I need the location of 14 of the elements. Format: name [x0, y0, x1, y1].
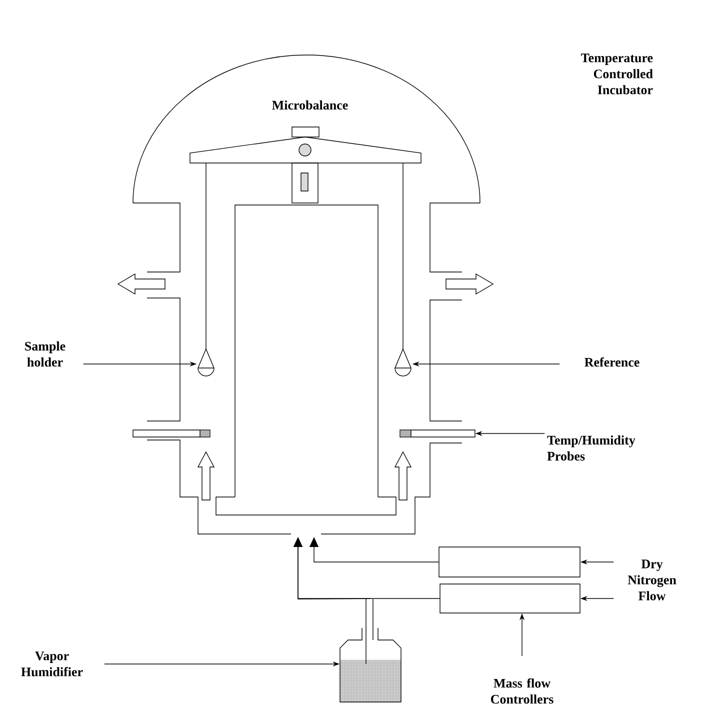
flow-controller-box — [440, 584, 580, 614]
label-text: Sample holder — [25, 341, 66, 367]
label-text: Temp/Humidity Probes — [547, 435, 636, 461]
label-text: Mass flow Controllers — [490, 678, 554, 704]
label-text: Vapor Humidifier — [21, 652, 83, 676]
hanging-pan — [198, 348, 214, 376]
probe — [400, 430, 476, 438]
label-text: Microbalance — [272, 100, 348, 110]
label-text: Reference — [584, 357, 640, 367]
label-text: Dry Nitrogen Flow — [628, 560, 676, 600]
flow-controller-box — [438, 546, 580, 578]
label-text: Temperature Controlled Incubator — [581, 54, 653, 94]
humidifier-jar — [340, 598, 402, 702]
hanging-pan — [394, 348, 412, 376]
